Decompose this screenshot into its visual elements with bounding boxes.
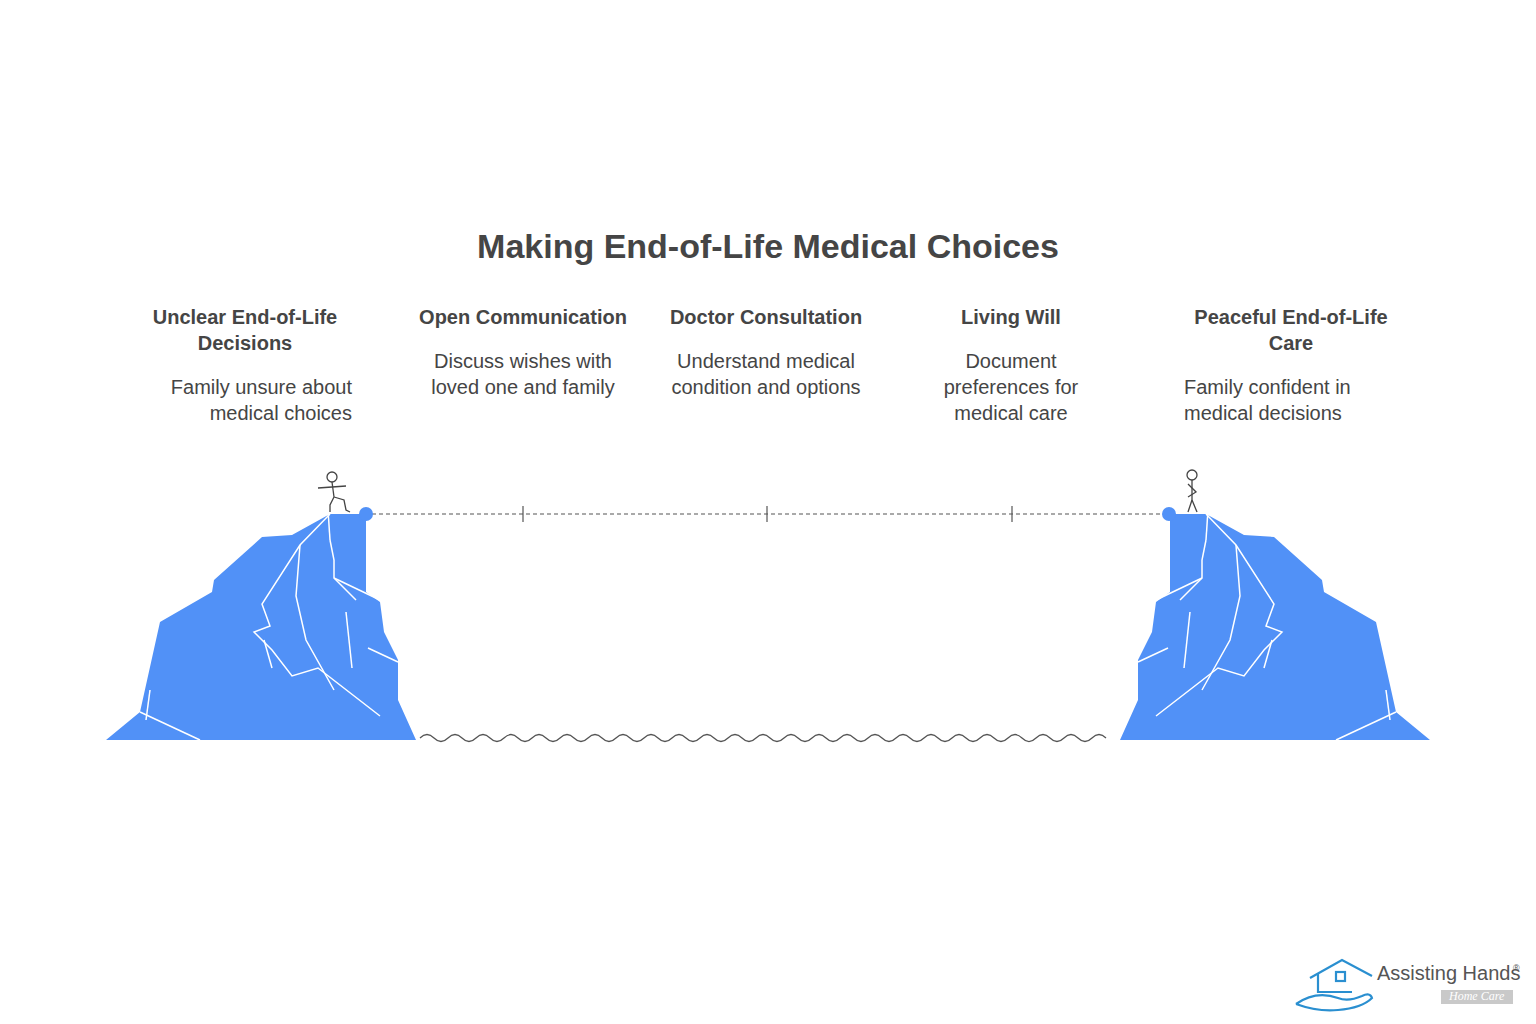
stick-figure-walking (318, 472, 350, 512)
stage-description: Discuss wishes with loved one and family (408, 348, 638, 400)
logo-mark (1296, 960, 1372, 1010)
left-cliff (106, 510, 416, 740)
stage-description: Family confident in medical decisions (1184, 374, 1398, 426)
stage-heading: Doctor Consultation (656, 304, 876, 330)
stage-heading: Living Will (916, 304, 1106, 330)
start-dot (359, 507, 373, 521)
stage-node: Peaceful End-of-Life CareFamily confiden… (1184, 304, 1398, 426)
stage-node: Living WillDocument preferences for medi… (916, 304, 1106, 426)
stage-heading: Peaceful End-of-Life Care (1184, 304, 1398, 356)
registered-mark: ® (1513, 963, 1520, 973)
diagram-title: Making End-of-Life Medical Choices (0, 224, 1536, 268)
tick-mark (766, 506, 767, 522)
water-wave (420, 735, 1106, 742)
stage-description: Document preferences for medical care (916, 348, 1106, 426)
right-cliff (1120, 510, 1430, 740)
tick-mark (1011, 506, 1012, 522)
logo-subtext: Home Care (1449, 989, 1504, 1004)
stage-heading: Unclear End-of-Life Decisions (138, 304, 352, 356)
stage-heading: Open Communication (408, 304, 638, 330)
logo-text: Assisting Hands (1377, 962, 1520, 985)
stage-node: Open CommunicationDiscuss wishes with lo… (408, 304, 638, 400)
stage-description: Family unsure about medical choices (138, 374, 352, 426)
end-dot (1162, 507, 1176, 521)
stick-figure-standing (1187, 470, 1197, 512)
stage-node: Doctor ConsultationUnderstand medical co… (656, 304, 876, 400)
logo-band (1441, 990, 1513, 1004)
tick-mark (522, 506, 523, 522)
stage-node: Unclear End-of-Life DecisionsFamily unsu… (138, 304, 352, 426)
stage-description: Understand medical condition and options (656, 348, 876, 400)
